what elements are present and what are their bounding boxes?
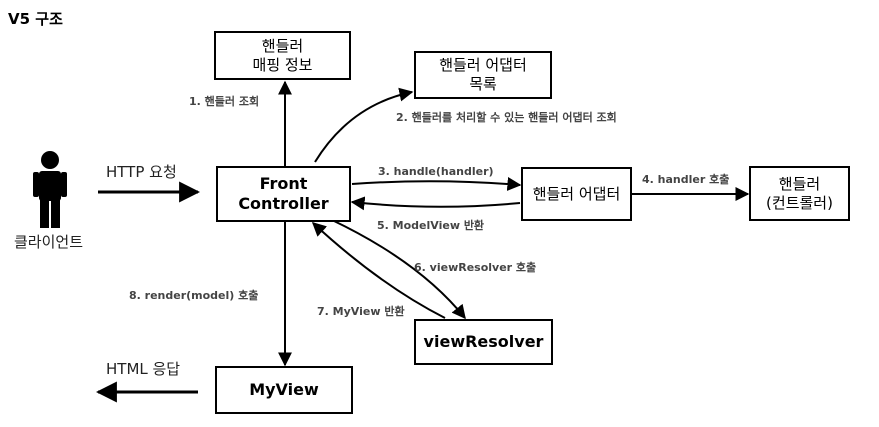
handler-mapping-box: 핸들러 매핑 정보 <box>214 31 351 80</box>
handler-adapter-label: 핸들러 어댑터 <box>532 184 621 203</box>
step2-label: 2. 핸들러를 처리할 수 있는 핸들러 어댑터 조회 <box>396 111 617 124</box>
front-controller-line1: Front <box>259 174 308 193</box>
front-controller-box: Front Controller <box>216 166 351 222</box>
step6-label: 6. viewResolver 호출 <box>414 261 537 274</box>
adapter-list-box: 핸들러 어댑터 목록 <box>414 51 552 99</box>
step4-label: 4. handler 호출 <box>642 173 730 186</box>
adapter-list-line2: 목록 <box>469 75 497 93</box>
my-view-box: MyView <box>215 366 353 414</box>
handler-adapter-box: 핸들러 어댑터 <box>521 167 632 221</box>
handler-mapping-line1: 핸들러 <box>261 36 304 55</box>
step6-arrow <box>331 219 466 320</box>
handler-line2: (컨트롤러) <box>766 193 833 212</box>
step5-arrow <box>350 196 521 211</box>
http-request-label: HTTP 요청 <box>106 163 177 181</box>
client-label: 클라이언트 <box>14 233 84 251</box>
handler-line1: 핸들러 <box>778 174 821 193</box>
adapter-list-line1: 핸들러 어댑터 <box>439 56 527 75</box>
step7-label: 7. MyView 반환 <box>317 305 405 318</box>
person-icon <box>33 151 67 228</box>
my-view-label: MyView <box>249 380 319 399</box>
view-resolver-label: viewResolver <box>423 332 544 351</box>
html-response-label: HTML 응답 <box>106 360 181 378</box>
step5-label: 5. ModelView 반환 <box>377 219 485 232</box>
handler-mapping-line2: 매핑 정보 <box>252 55 313 74</box>
handler-box: 핸들러 (컨트롤러) <box>749 166 850 221</box>
diagram-title: V5 구조 <box>8 10 63 28</box>
step1-label: 1. 핸들러 조회 <box>189 95 260 108</box>
step3-label: 3. handle(handler) <box>378 165 494 178</box>
front-controller-line2: Controller <box>238 194 329 213</box>
step7-arrow <box>311 222 446 319</box>
step2-arrow <box>314 87 414 163</box>
view-resolver-box: viewResolver <box>414 319 553 365</box>
step8-label: 8. render(model) 호출 <box>129 289 259 302</box>
step3-arrow <box>351 176 522 191</box>
